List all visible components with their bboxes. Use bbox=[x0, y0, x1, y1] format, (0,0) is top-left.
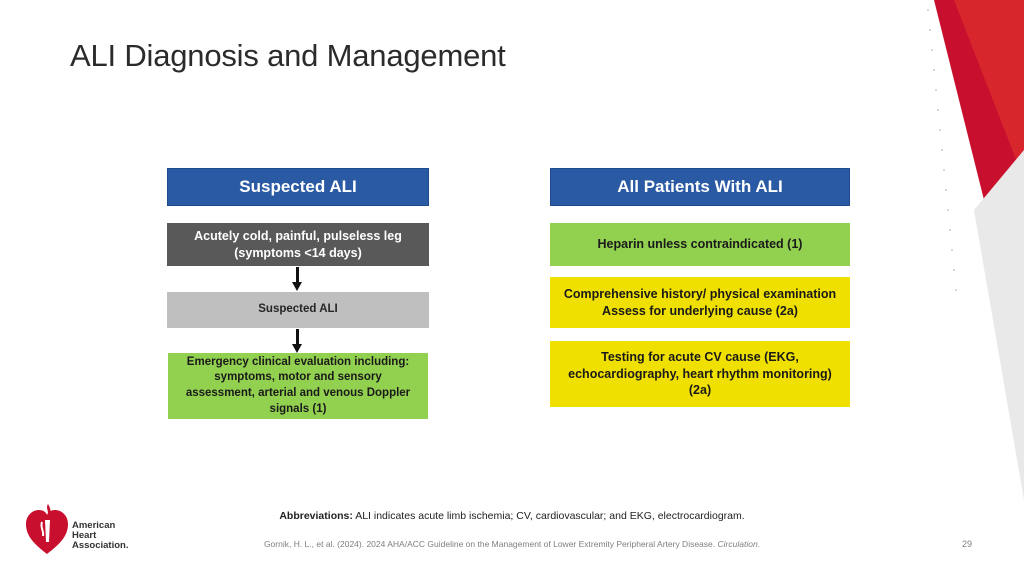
heparin-box: Heparin unless contraindicated (1) bbox=[550, 223, 850, 266]
arrow-2-line bbox=[296, 329, 299, 345]
page-number: 29 bbox=[962, 539, 973, 549]
dotted-line-decoration bbox=[927, 9, 957, 291]
suspected-ali-header: Suspected ALI bbox=[167, 168, 429, 206]
cv-testing-box: Testing for acute CV cause (EKG, echocar… bbox=[550, 341, 850, 407]
aha-logo-text: American Heart Association. bbox=[72, 521, 129, 551]
abbreviations-label: Abbreviations: bbox=[279, 510, 353, 522]
slide-title: ALI Diagnosis and Management bbox=[70, 38, 506, 73]
logo-text-line-2: Heart bbox=[72, 529, 97, 541]
abbreviations-note: Abbreviations: ALI indicates acute limb … bbox=[0, 510, 1024, 522]
symptoms-text: Acutely cold, painful, pulseless leg (sy… bbox=[194, 228, 402, 260]
all-patients-header: All Patients With ALI bbox=[550, 168, 850, 206]
arrow-1-line bbox=[296, 267, 299, 283]
history-exam-text: Comprehensive history/ physical examinat… bbox=[563, 286, 837, 318]
history-exam-box: Comprehensive history/ physical examinat… bbox=[550, 277, 850, 328]
citation: Gornik, H. L., et al. (2024). 2024 AHA/A… bbox=[0, 539, 1024, 549]
gray-banner-shape bbox=[974, 150, 1024, 500]
suspected-ali-text: Suspected ALI bbox=[258, 303, 338, 316]
emergency-evaluation-box: Emergency clinical evaluation including:… bbox=[168, 353, 428, 419]
logo-text-line-1: American bbox=[72, 520, 116, 531]
symptoms-box: Acutely cold, painful, pulseless leg (sy… bbox=[167, 223, 429, 266]
citation-text: Gornik, H. L., et al. (2024). 2024 AHA/A… bbox=[263, 539, 716, 549]
aha-heart-torch-logo-icon bbox=[26, 504, 68, 554]
citation-end: . bbox=[757, 539, 761, 549]
decorative-red-banner bbox=[927, 0, 1024, 500]
arrow-2-head bbox=[292, 344, 302, 353]
arrow-1-head bbox=[292, 282, 302, 291]
citation-journal: Circulation bbox=[717, 539, 758, 549]
cv-testing-text: Testing for acute CV cause (EKG, echocar… bbox=[568, 349, 832, 398]
abbreviations-text: ALI indicates acute limb ischemia; CV, c… bbox=[352, 510, 745, 522]
heparin-text: Heparin unless contraindicated (1) bbox=[597, 237, 803, 252]
red-banner-highlight bbox=[954, 0, 1024, 180]
emergency-evaluation-text: Emergency clinical evaluation including:… bbox=[185, 355, 411, 415]
suspected-ali-box: Suspected ALI bbox=[167, 292, 429, 328]
logo-text-line-3: Association. bbox=[72, 539, 129, 551]
